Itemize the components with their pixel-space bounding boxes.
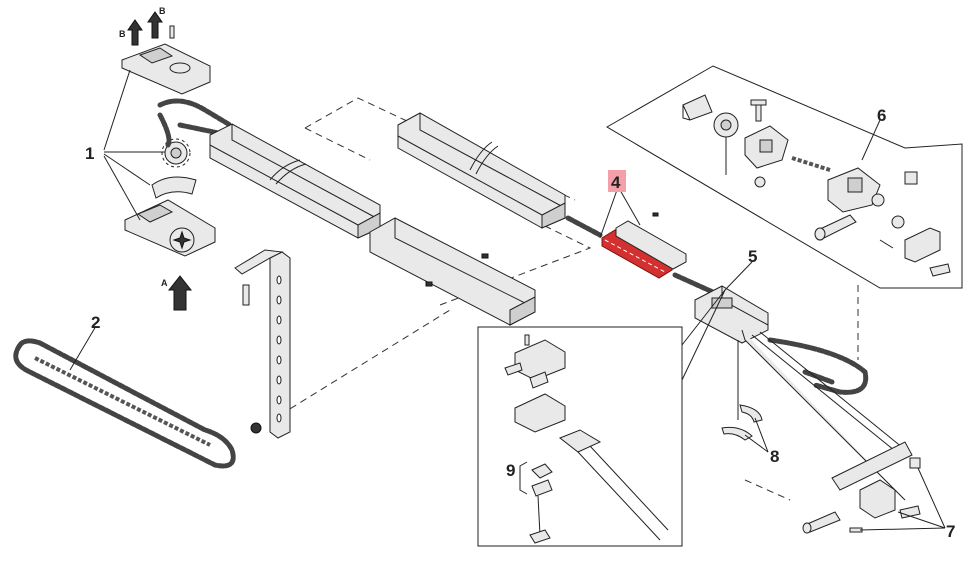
rail-left xyxy=(209,123,381,239)
callout-4: 4 xyxy=(611,173,621,192)
callout-2: 2 xyxy=(91,313,100,332)
callout-6: 6 xyxy=(877,106,886,125)
sprocket-assembly: B B A xyxy=(119,6,216,311)
callout-numbers: 1 2 4 5 6 7 8 9 xyxy=(85,106,955,541)
arrow-label-b-left: B xyxy=(119,29,126,39)
callout-4-highlight xyxy=(608,170,626,192)
callout-8: 8 xyxy=(770,447,779,466)
callout-7: 7 xyxy=(946,522,955,541)
release-assembly-inset xyxy=(477,326,683,547)
rail-right xyxy=(397,112,566,229)
callout-9: 9 xyxy=(506,461,515,480)
loose-chain xyxy=(13,338,236,469)
rail-connector xyxy=(369,217,536,326)
trolley-assembly-inset xyxy=(606,65,963,289)
trolley-assembly xyxy=(694,285,909,501)
door-bracket-assembly xyxy=(802,441,921,534)
arrow-label-a: A xyxy=(161,278,168,288)
arrow-label-b-top: B xyxy=(159,6,166,16)
highlighted-part-4 xyxy=(601,212,687,279)
leader-lines xyxy=(69,69,946,531)
hanger-bracket xyxy=(234,249,291,439)
callout-1: 1 xyxy=(85,144,94,163)
callout-5: 5 xyxy=(748,247,757,266)
